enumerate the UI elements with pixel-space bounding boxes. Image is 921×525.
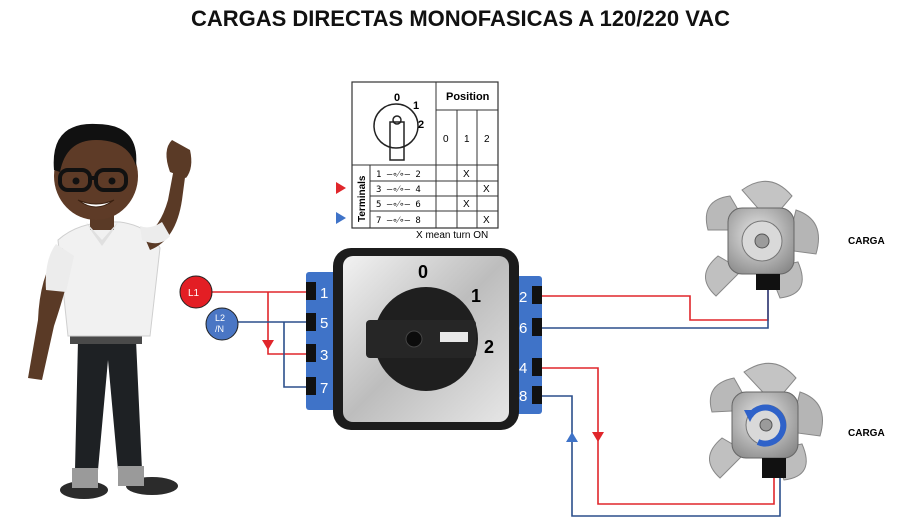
blue-indicator-icon xyxy=(336,212,346,224)
switch-position-table: 0 1 2 Position 0 1 2 Terminals 1 —∘⁄∘— 2… xyxy=(336,81,499,241)
terminal-7-label: 7 xyxy=(320,380,328,397)
terminals-label: Terminals xyxy=(357,175,368,222)
switch-position-1: 1 xyxy=(471,286,481,306)
cartoon-person-illustration xyxy=(28,123,192,499)
terminal-row-4-label: 7 —∘⁄∘— 8 xyxy=(376,216,421,226)
dial-label-0: 0 xyxy=(394,92,400,104)
terminal-1-label: 1 xyxy=(320,285,328,302)
row-1-mark-pos-1: X xyxy=(463,169,470,180)
rotation-arrow-icon xyxy=(744,410,756,422)
position-col-2: 2 xyxy=(484,134,490,145)
terminal-2-label: 2 xyxy=(519,289,527,306)
red-arrow-down-icon xyxy=(592,432,604,442)
dial-label-2: 2 xyxy=(418,119,424,131)
terminal-5-label: 5 xyxy=(320,315,328,332)
l2-label-line2: /N xyxy=(215,324,224,334)
terminal-6-label: 6 xyxy=(519,320,527,337)
position-col-0: 0 xyxy=(443,134,449,145)
switch-position-2: 2 xyxy=(484,337,494,357)
l1-label: L1 xyxy=(188,288,200,299)
position-header: Position xyxy=(446,91,490,103)
switch-position-0: 0 xyxy=(418,262,428,282)
load-bottom-label: CARGA xyxy=(848,428,885,439)
row-4-mark-pos-2: X xyxy=(483,215,490,226)
l2-label-line1: L2 xyxy=(215,313,225,323)
l1-source: L1 xyxy=(179,275,213,309)
fan-motor-top xyxy=(705,180,819,299)
page-title: CARGAS DIRECTAS MONOFASICAS A 120/220 VA… xyxy=(190,6,731,31)
red-arrow-down-icon xyxy=(262,340,274,350)
terminal-row-2-label: 3 —∘⁄∘— 4 xyxy=(376,185,421,195)
row-2-mark-pos-2: X xyxy=(483,184,490,195)
row-3-mark-pos-1: X xyxy=(463,199,470,210)
terminal-8-label: 8 xyxy=(519,388,527,405)
blue-arrow-up-icon xyxy=(566,432,578,442)
position-col-1: 1 xyxy=(464,134,470,145)
table-footnote: X mean turn ON xyxy=(416,230,488,241)
load-top-label: CARGA xyxy=(848,236,885,247)
wiring xyxy=(212,286,781,517)
terminal-3-label: 3 xyxy=(320,347,328,364)
terminal-row-1-label: 1 —∘⁄∘— 2 xyxy=(376,170,421,180)
terminal-4-label: 4 xyxy=(519,360,527,377)
rotary-switch: 0 1 2 1 5 3 7 2 6 4 8 xyxy=(306,248,542,430)
terminal-row-3-label: 5 —∘⁄∘— 6 xyxy=(376,200,421,210)
red-indicator-icon xyxy=(336,182,346,194)
l2-source: L2 /N xyxy=(205,307,239,341)
fan-motor-bottom xyxy=(709,362,823,481)
dial-label-1: 1 xyxy=(413,100,419,112)
